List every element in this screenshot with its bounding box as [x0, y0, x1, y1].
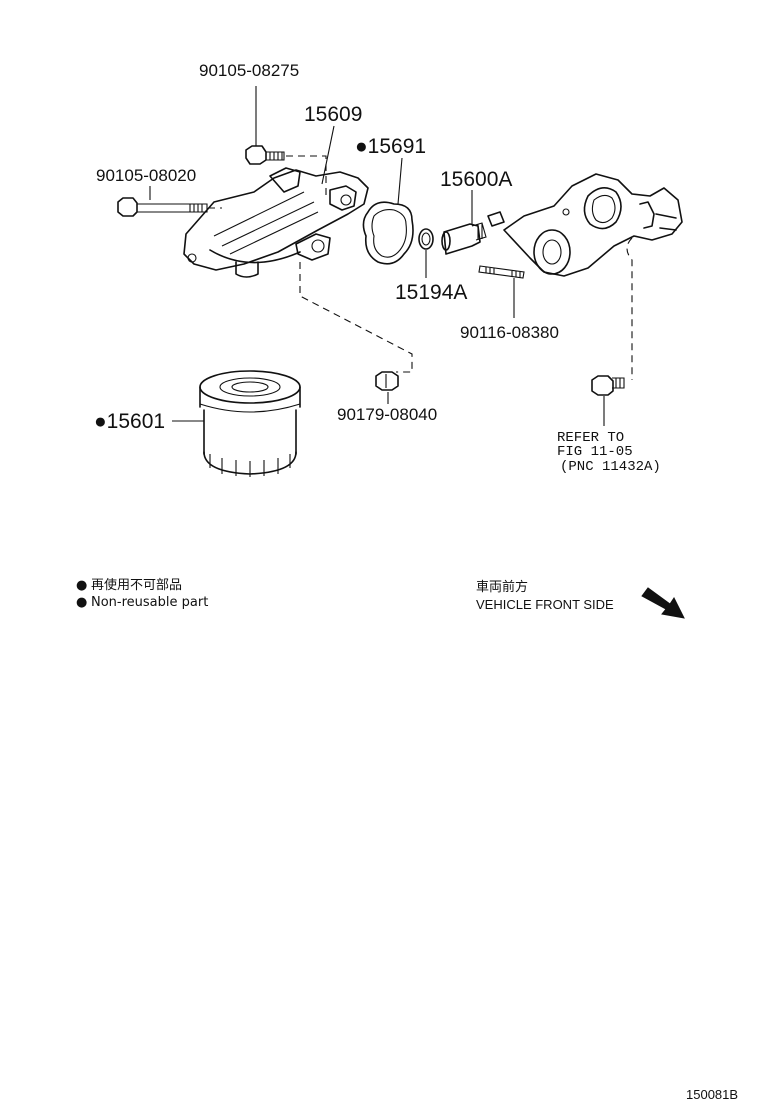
bolt-left-drawing — [117, 186, 222, 217]
direction-text-en: VEHICLE FRONT SIDE — [476, 597, 614, 612]
legend-bullet-en: ● — [76, 595, 87, 610]
oil-filter-drawing — [172, 370, 301, 477]
label-plug: 90179-08040 — [337, 405, 437, 424]
plug-drawing — [375, 371, 399, 404]
refer-line-2: FIG 11-05 — [557, 444, 633, 460]
refer-line-1: REFER TO — [557, 430, 624, 446]
legend-text-jp: 再使用不可部品 — [91, 577, 182, 593]
stud-drawing — [478, 265, 525, 318]
refer-line-3: (PNC 11432A) — [560, 459, 661, 475]
bolt-upper-drawing — [245, 86, 327, 196]
front-direction-arrow-icon — [641, 587, 685, 619]
label-housing: 15609 — [304, 103, 362, 126]
label-gasket: ●15691 — [355, 135, 426, 158]
label-valve: 15600A — [440, 168, 512, 191]
figure-id: 150081B — [686, 1087, 738, 1102]
oring-drawing — [418, 228, 434, 278]
gasket-drawing — [362, 157, 414, 265]
label-stud: 90116-08380 — [460, 323, 559, 342]
label-oring: 15194A — [395, 281, 467, 304]
legend-bullet-jp: ● — [76, 578, 87, 593]
direction-text-jp: 車両前方 — [476, 579, 528, 595]
valve-drawing — [441, 190, 505, 255]
label-bolt-left: 90105-08020 — [96, 166, 196, 185]
drain-plug-drawing — [591, 375, 625, 426]
housing-drawing — [183, 125, 413, 373]
label-bolt-upper: 90105-08275 — [199, 61, 299, 80]
engine-block-drawing — [503, 173, 683, 380]
label-filter: ●15601 — [94, 410, 165, 433]
legend-text-en: Non-reusable part — [91, 595, 208, 610]
